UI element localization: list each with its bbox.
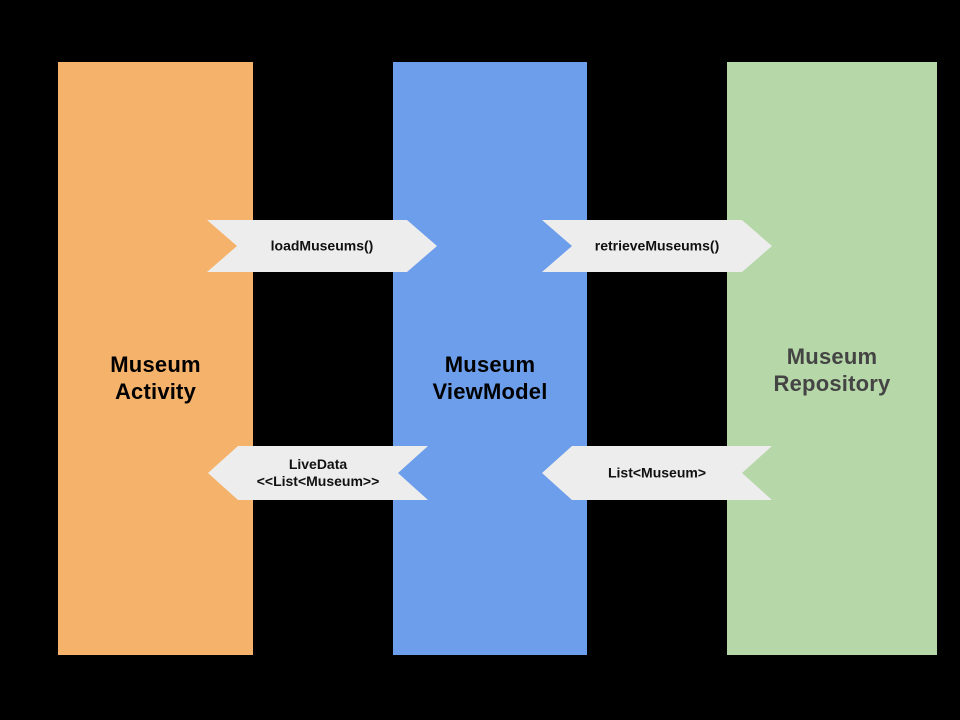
arrow-retrieve-museums[interactable]: retrieveMuseums() bbox=[542, 220, 772, 272]
lane-label-museum-repository: Museum Repository bbox=[773, 344, 891, 396]
lane-museum-repository[interactable]: Museum Repository bbox=[727, 62, 937, 655]
arrow-load-museums[interactable]: loadMuseums() bbox=[207, 220, 437, 272]
arrow-shape-retrieve-museums bbox=[542, 220, 772, 272]
lane-label-museum-activity: Museum Activity bbox=[110, 352, 201, 404]
arrow-shape-livedata-list-museum bbox=[208, 446, 428, 500]
arrow-livedata-list-museum[interactable]: LiveData <<List<Museum>> bbox=[208, 446, 428, 500]
lane-museum-activity[interactable]: Museum Activity bbox=[58, 62, 253, 655]
lane-label-museum-viewmodel: Museum ViewModel bbox=[432, 352, 548, 404]
arrow-shape-load-museums bbox=[207, 220, 437, 272]
lane-museum-viewmodel[interactable]: Museum ViewModel bbox=[393, 62, 587, 655]
arrow-shape-list-museum bbox=[542, 446, 772, 500]
arrow-list-museum[interactable]: List<Museum> bbox=[542, 446, 772, 500]
